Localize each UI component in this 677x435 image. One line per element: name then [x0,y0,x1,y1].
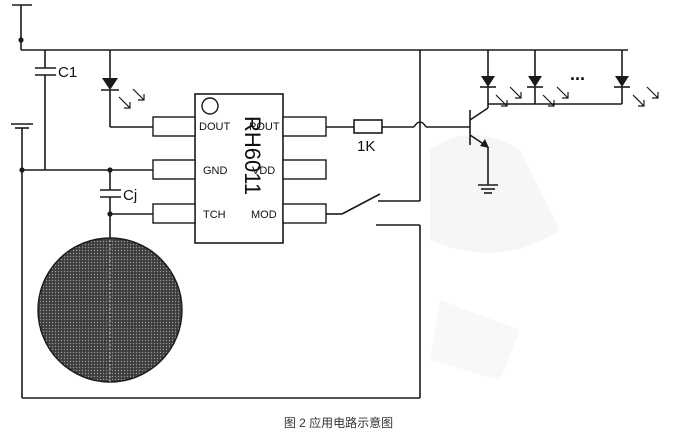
transistor [469,104,498,194]
capacitor-c1: C1 [35,50,77,170]
mod-switch [326,50,421,226]
pin-pout: POUT [249,121,280,133]
ic-name: RH6011 [240,116,265,195]
pin-dout: DOUT [199,121,230,133]
watermark [430,135,560,380]
cj-label: Cj [123,187,137,204]
pin-mod: MOD [251,209,277,221]
touch-pad [37,237,183,383]
resistor-label: 1K [357,138,375,155]
c1-label: C1 [58,64,77,81]
led-dout [101,50,153,128]
pin-gnd: GND [203,165,228,177]
ground-loop [11,123,421,399]
pin-tch: TCH [203,209,226,221]
capacitor-cj: Cj [100,170,153,240]
figure-caption: 图 2 应用电路示意图 [283,416,394,430]
led-ellipsis: ... [570,64,585,84]
pin-vdd: VDD [252,165,275,177]
ic-rh6011: RH6011 DOUT GND TCH POUT VDD MOD [152,93,327,244]
led-array: ... [480,50,659,107]
supply-rail [12,4,628,51]
resistor-1k: 1K [326,119,470,155]
